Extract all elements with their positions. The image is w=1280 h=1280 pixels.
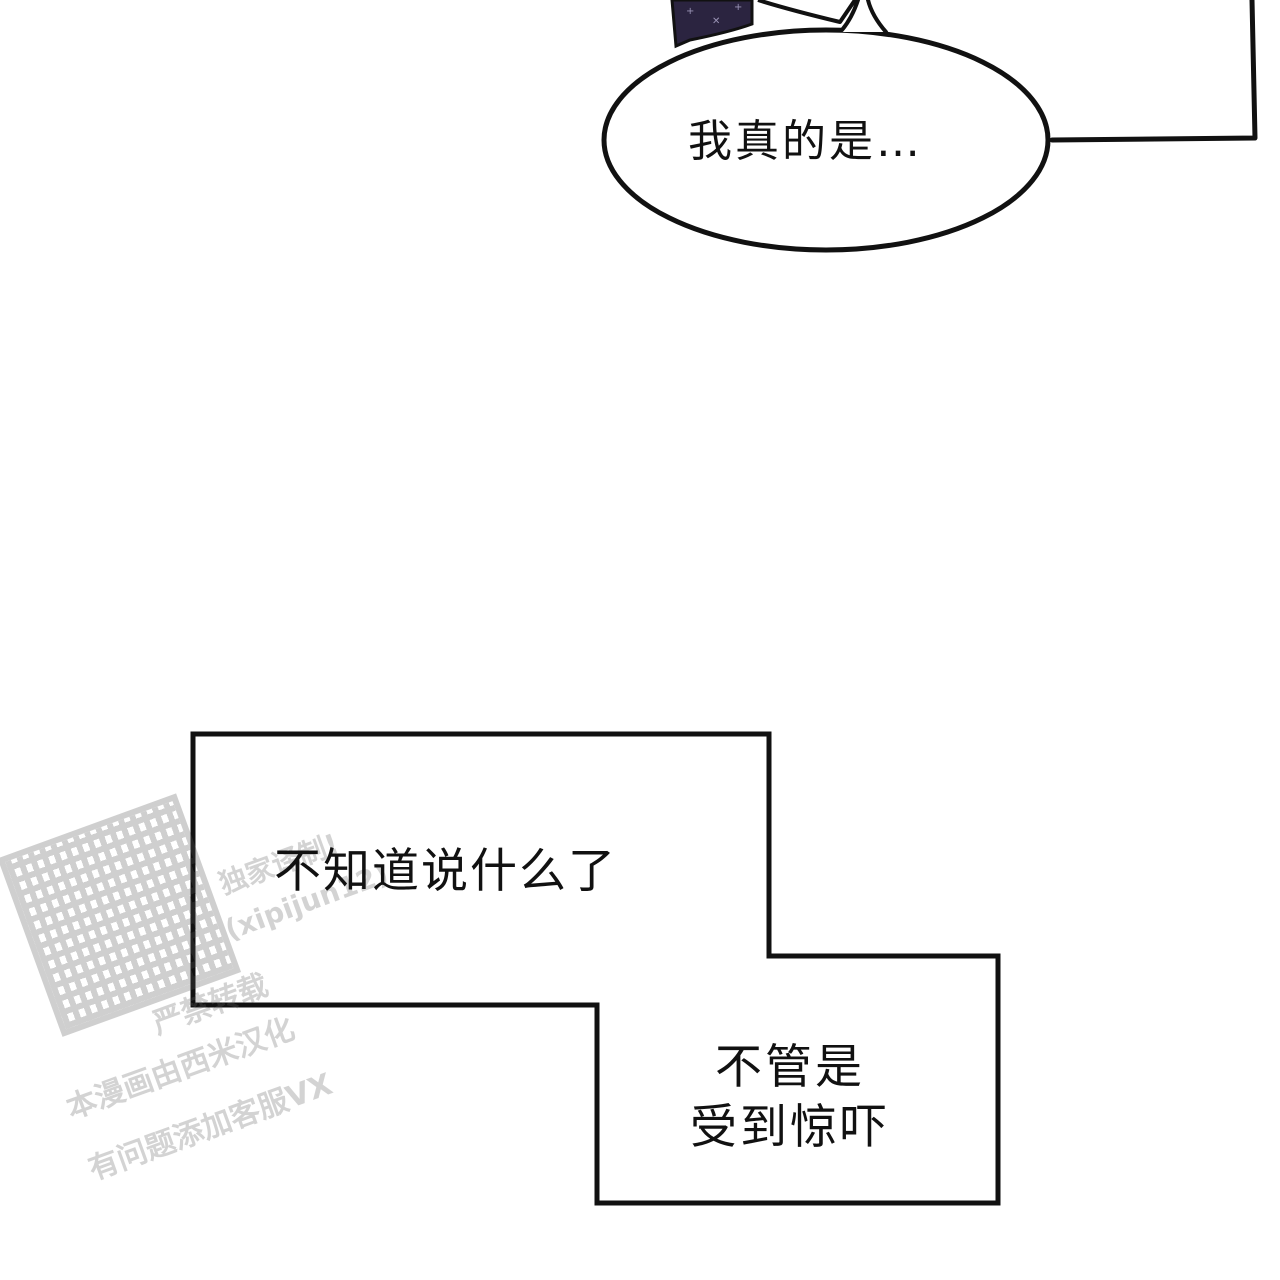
caption-box-1-text: 不知道说什么了 (274, 844, 617, 899)
caption-box-1 (190, 731, 1001, 1206)
caption-box-2-text: 不管是 受到惊吓 (690, 1038, 890, 1158)
caption-box-2-line-1: 不管是 (715, 1040, 865, 1095)
svg-text:✕: ✕ (712, 16, 720, 27)
caption-box-2-line-2: 受到惊吓 (690, 1100, 890, 1155)
svg-text:+: + (686, 6, 694, 17)
speech-bubble-text: 我真的是… (688, 116, 923, 167)
character-clothing-fragment: + ✕ + (670, 0, 754, 49)
svg-text:+: + (734, 2, 742, 13)
speech-bubble (601, 0, 1051, 253)
panel-border (1049, 0, 1258, 143)
